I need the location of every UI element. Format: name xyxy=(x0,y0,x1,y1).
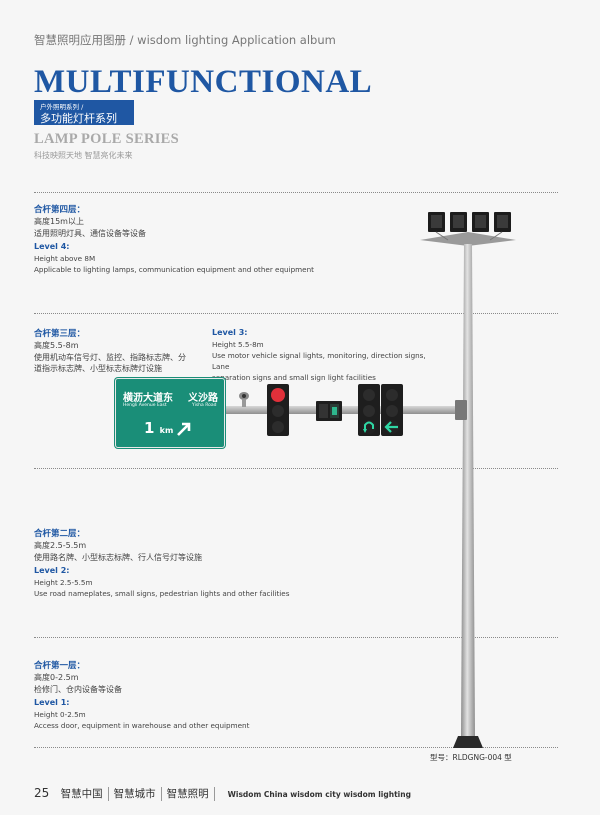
level-3-zh-line: 道指示标志牌、小型标志标牌灯设施 xyxy=(34,364,162,373)
footer-separator xyxy=(160,787,162,801)
footer-nav-item: 智慧中国 xyxy=(60,788,103,800)
divider-level-1 xyxy=(34,747,558,748)
model-number: 型号：RLDGNG-004 型 xyxy=(430,753,512,762)
camera-icon xyxy=(239,392,249,407)
floodlight-cluster xyxy=(420,212,516,246)
footer-nav-item: 智慧城市 xyxy=(113,788,156,800)
level-4-en-line: Height above 8M xyxy=(34,254,96,263)
page-title: MULTIFUNCTIONAL xyxy=(34,64,373,100)
level-2-block: 合杆第二层： 高度2.5-5.5m 使用路名牌、小型标志标牌、行人信号灯等设施 … xyxy=(34,528,334,599)
road-b-name: 义沙路 xyxy=(188,393,218,404)
distance-label: 1 km xyxy=(144,419,173,437)
level-1-zh-line: 高度0-2.5m xyxy=(34,673,79,682)
vehicle-signal-uturn xyxy=(358,384,380,436)
album-title: 智慧照明应用图册 / wisdom lighting Application a… xyxy=(34,33,336,47)
level-3-en-title: Level 3: xyxy=(212,328,248,337)
level-3-en-line: Use motor vehicle signal lights, monitor… xyxy=(212,351,426,371)
arrow-up-right-icon xyxy=(177,422,191,436)
badge-line-1: 户外照明系列 / xyxy=(40,103,84,111)
level-3-zh-block: 合杆第三层： 高度5.5-8m 使用机动车信号灯、监控、指路标志牌、分 道指示标… xyxy=(34,328,204,375)
level-1-zh-title: 合杆第一层： xyxy=(34,661,86,671)
level-1-en-line: Height 0-2.5m xyxy=(34,710,86,719)
footer: 25 智慧中国智慧城市智慧照明 Wisdom China wisdom city … xyxy=(34,786,411,801)
level-2-zh-line: 高度2.5-5.5m xyxy=(34,541,87,550)
footer-nav-item: 智慧照明 xyxy=(166,788,209,800)
level-3-zh-title: 合杆第三层： xyxy=(34,329,86,339)
level-3-en-line: separation signs and small sign light fa… xyxy=(212,373,376,382)
page-number: 25 xyxy=(34,786,50,800)
footer-slogan-en: Wisdom China wisdom city wisdom lighting xyxy=(227,790,411,799)
footer-separator xyxy=(213,787,215,801)
badge-line-2: 多功能灯杆系列 xyxy=(40,112,117,125)
main-pole xyxy=(461,244,475,736)
level-3-zh-line: 高度5.5-8m xyxy=(34,341,79,350)
level-3-en-block: Level 3: Height 5.5-8m Use motor vehicle… xyxy=(212,327,442,383)
road-b-pinyin: Yisha Road xyxy=(192,403,217,408)
level-4-en-line: Applicable to lighting lamps, communicat… xyxy=(34,265,314,274)
level-2-zh-line: 使用路名牌、小型标志标牌、行人信号灯等设施 xyxy=(34,552,202,562)
level-2-zh-title: 合杆第二层： xyxy=(34,529,86,539)
distance-value: 1 xyxy=(144,419,155,437)
level-1-zh-line: 检修门、仓内设备等设备 xyxy=(34,684,122,694)
level-1-block: 合杆第一层： 高度0-2.5m 检修门、仓内设备等设备 Level 1: Hei… xyxy=(34,660,334,731)
road-a-pinyin: Hengli Avenue East xyxy=(123,403,167,408)
level-4-zh-line: 适用照明灯具、通信设备等设备 xyxy=(34,228,146,238)
arrow-left-icon xyxy=(384,421,398,433)
slogan: 科技映照天地 智慧亮化未来 xyxy=(34,151,133,160)
cross-arm xyxy=(150,406,462,414)
level-1-en-title: Level 1: xyxy=(34,698,70,707)
pole-base xyxy=(453,736,483,748)
footer-separator xyxy=(107,787,109,801)
level-2-en-line: Use road nameplates, small signs, pedest… xyxy=(34,589,290,598)
level-2-en-title: Level 2: xyxy=(34,566,70,575)
level-2-en-line: Height 2.5-5.5m xyxy=(34,578,93,587)
level-4-zh-line: 高度15m以上 xyxy=(34,217,84,226)
vehicle-signal-left xyxy=(381,384,403,436)
divider-level-3 xyxy=(34,468,558,469)
divider-level-4 xyxy=(34,313,558,314)
level-4-zh-title: 合杆第四层： xyxy=(34,205,86,215)
level-4-en-title: Level 4: xyxy=(34,242,70,251)
series-subtitle: LAMP POLE SERIES xyxy=(34,131,179,147)
road-a-name: 横沥大道东 xyxy=(123,393,173,404)
vehicle-signal-red xyxy=(267,384,289,436)
level-4-block: 合杆第四层： 高度15m以上 适用照明灯具、通信设备等设备 Level 4: H… xyxy=(34,204,334,275)
level-3-zh-line: 使用机动车信号灯、监控、指路标志牌、分 xyxy=(34,352,186,362)
divider-level-2 xyxy=(34,637,558,638)
series-badge: 户外照明系列 / 多功能灯杆系列 xyxy=(34,100,134,125)
u-turn-icon xyxy=(364,421,374,431)
road-direction-sign: 横沥大道东 Hengli Avenue East 义沙路 Yisha Road … xyxy=(115,378,225,448)
level-3-en-line: Height 5.5-8m xyxy=(212,340,264,349)
lane-signal xyxy=(316,401,342,421)
distance-unit: km xyxy=(159,426,174,435)
divider-top xyxy=(34,192,558,193)
level-1-en-line: Access door, equipment in warehouse and … xyxy=(34,721,250,730)
